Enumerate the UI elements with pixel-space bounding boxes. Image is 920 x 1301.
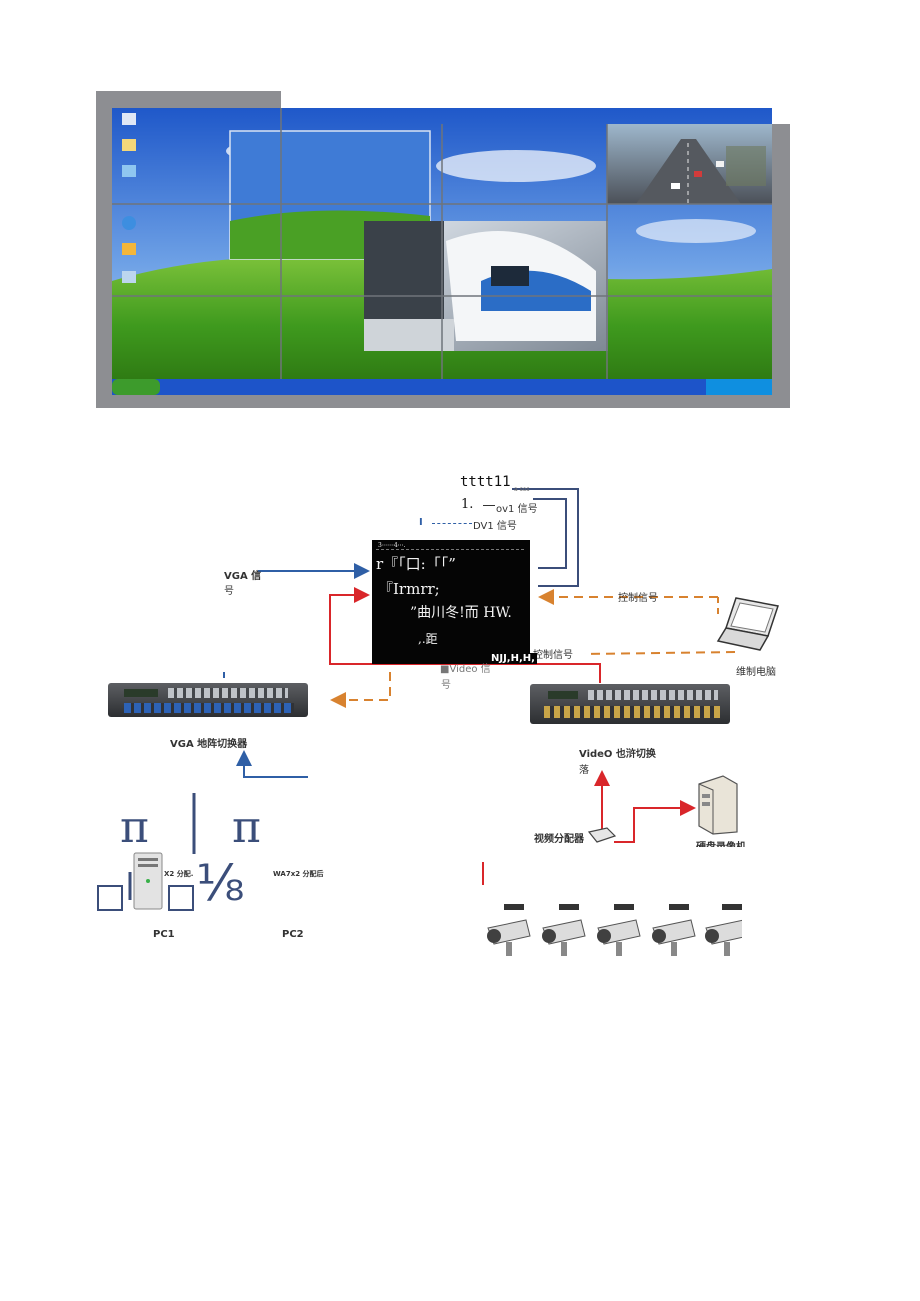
camera-icon — [596, 903, 641, 957]
njj-label: NJJ,H,H, — [489, 653, 537, 664]
bnc-port-row — [544, 706, 720, 718]
pi-glyph-left: π — [120, 802, 149, 853]
laptop-icon — [716, 597, 779, 651]
video-matrix-switcher — [530, 684, 730, 724]
camera-icon — [487, 904, 531, 956]
vga-signal-label-2: 号 — [224, 586, 234, 597]
x2-split-label: X2 分配. — [164, 870, 194, 878]
desktop-icons — [122, 113, 136, 283]
square-right — [168, 885, 194, 911]
media-icon[interactable] — [122, 243, 136, 255]
computer-icon[interactable] — [122, 113, 136, 125]
video-switcher-label-1: VideO 也浒切换 — [579, 749, 656, 760]
dvi-signal-1-label: ov1 信号 — [496, 504, 538, 515]
dvi-signal-2-label: DV1 信号 — [473, 521, 517, 532]
vga-matrix-switcher — [108, 683, 308, 717]
button-row — [588, 690, 718, 700]
camera-icon — [704, 903, 742, 957]
button-row — [168, 688, 288, 698]
pi-glyph-right: π — [232, 802, 261, 853]
camera-icon — [651, 903, 696, 957]
pc2-label: PC2 — [282, 929, 304, 940]
camera-row — [486, 902, 742, 962]
processor-screen: 3⋯⋯4⋯. r『「口:「「” 『Irmrr; ”曲川冬!而 HW. ,.距 — [372, 540, 530, 664]
video-splitter-icon — [587, 827, 617, 843]
screen-line-1: r『「口:「「” — [376, 555, 456, 573]
video-signal-label-1: ■Video 信 — [440, 664, 491, 675]
vga-switcher-label: VGA 地阵切换器 — [170, 739, 248, 750]
ie-icon[interactable] — [122, 216, 136, 230]
video-switcher-label-2: 落 — [579, 765, 589, 776]
documents-icon[interactable] — [122, 139, 136, 151]
network-icon[interactable] — [122, 165, 136, 177]
pc1-label: PC1 — [153, 929, 175, 940]
screen-line-2: 『Irmrr; — [378, 580, 440, 598]
top-text-line2: 1. — [461, 497, 474, 512]
video-wall-photo — [96, 91, 790, 408]
screen-line-3: ”曲川冬!而 HW. — [410, 605, 512, 621]
dvr-icon — [698, 775, 738, 835]
control-signal-label-2: 控制信号 — [533, 650, 573, 661]
wa-split-label: WA7x2 分配后 — [273, 870, 324, 878]
square-left — [97, 885, 123, 911]
control-signal-label: 控制信号 — [618, 593, 658, 604]
lcd-display — [124, 689, 158, 697]
camera-icon — [541, 903, 586, 957]
camera-icons — [487, 903, 742, 957]
video-splitter-label: 视频分配器 — [534, 834, 584, 845]
recycle-icon[interactable] — [122, 271, 136, 283]
port-row — [124, 703, 294, 713]
dash-mark — [483, 505, 495, 506]
screen-line-4: ,.距 — [418, 632, 438, 646]
screen-divider — [376, 549, 524, 550]
video-signal-label-2: 号 — [441, 680, 451, 691]
screen-header: 3⋯⋯4⋯. — [378, 542, 406, 549]
top-text-line1: tttt11 — [460, 474, 511, 490]
pc-tower-icon — [133, 852, 163, 910]
dvi-marker-i: I — [419, 517, 423, 528]
dvr-label: 硬盘录像机 — [696, 838, 746, 847]
dvi-dashed-line — [432, 523, 472, 524]
fraction-glyph: ⅛ — [196, 854, 245, 912]
lcd-display — [548, 691, 578, 699]
control-pc-label: 维制电脑 — [736, 667, 776, 678]
vga-signal-label-1: VGA 信 — [224, 571, 262, 582]
top-small-text: a sos — [514, 486, 530, 493]
